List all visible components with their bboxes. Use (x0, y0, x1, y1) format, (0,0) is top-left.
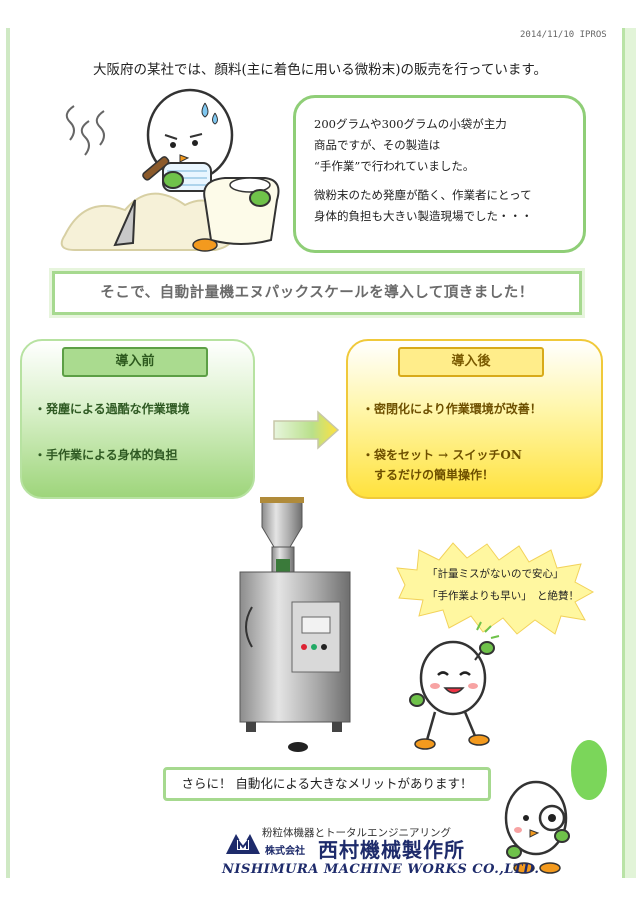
left-frame-border (6, 28, 10, 878)
after-item-1: ・密閉化により作業環境が改善！ (362, 402, 542, 416)
green-decorative-oval (571, 740, 607, 800)
before-item-1: ・発塵による過酷な作業環境 (34, 402, 190, 416)
company-name-english: NISHIMURA MACHINE WORKS CO.,LTD. (222, 862, 540, 877)
after-panel-title: 導入後 (398, 347, 544, 377)
footer-tagline: 粉粒体機器とトータルエンジニアリング (262, 827, 451, 839)
story-speech-bubble: 200グラムや300グラムの小袋が主力 商品ですが、その製造は “手作業”で行わ… (293, 95, 586, 253)
before-item-2: ・手作業による身体的負担 (34, 448, 178, 462)
weighing-machine-image (239, 497, 351, 752)
before-panel-title: 導入前 (62, 347, 208, 377)
praise-line-2: 「手作業よりも早い」 と絶賛！ (427, 590, 580, 602)
company-logo-icon (226, 834, 260, 854)
introduction-banner: そこで、自動計量機エヌパックスケールを導入して頂きました！ (52, 271, 582, 315)
company-prefix: 株式会社 (265, 846, 305, 857)
worker-mascot-illustration (60, 88, 280, 252)
after-item-2: ・袋をセット → スイッチON するだけの簡単操作！ (362, 448, 522, 482)
right-arrow-icon (273, 410, 340, 450)
praise-line-1: 「計量ミスがないので安心」 (427, 568, 564, 580)
date-stamp: 2014/11/10 IPROS (520, 30, 607, 40)
story-paragraph-1: 200グラムや300グラムの小袋が主力 商品ですが、その製造は “手作業”で行わ… (314, 117, 507, 173)
company-name: 西村機械製作所 (318, 838, 465, 862)
story-paragraph-2: 微粉末のため発塵が酷く、作業者にとって 身体的負担も大きい製造現場でした・・・ (314, 188, 533, 223)
magnifier-mascot-illustration (504, 780, 570, 874)
happy-mascot-illustration (409, 621, 500, 750)
praise-burst-bubble (396, 542, 595, 635)
page-headline: 大阪府の某社では、顔料(主に着色に用いる微粉末)の販売を行っています。 (92, 62, 547, 78)
right-frame-border (622, 28, 636, 878)
before-panel: 導入前 ・発塵による過酷な作業環境 ・手作業による身体的負担 (20, 339, 255, 499)
after-panel: 導入後 ・密閉化により作業環境が改善！ ・袋をセット → スイッチON するだけ… (346, 339, 603, 499)
bottom-message-box: さらに！ 自動化による大きなメリットがあります！ (163, 767, 491, 801)
